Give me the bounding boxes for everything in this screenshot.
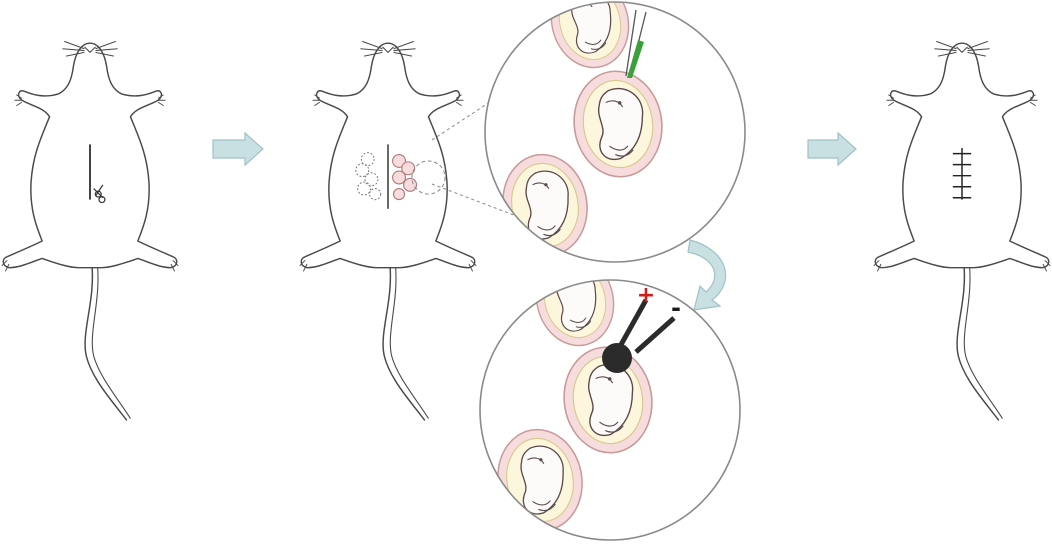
negative-electrode-label: -	[671, 294, 681, 322]
zoom-injection-panel	[485, 0, 745, 262]
curved-down-arrow	[688, 240, 726, 310]
positive-electrode-label: +	[637, 283, 655, 308]
mouse-sutured-panel	[874, 41, 1051, 420]
mouse-exposed-uterus-panel	[300, 41, 477, 420]
electrode-tip	[602, 343, 632, 373]
right-arrow-2	[808, 133, 856, 165]
right-arrow-1	[213, 133, 263, 165]
mouse-incision-panel	[2, 41, 179, 420]
